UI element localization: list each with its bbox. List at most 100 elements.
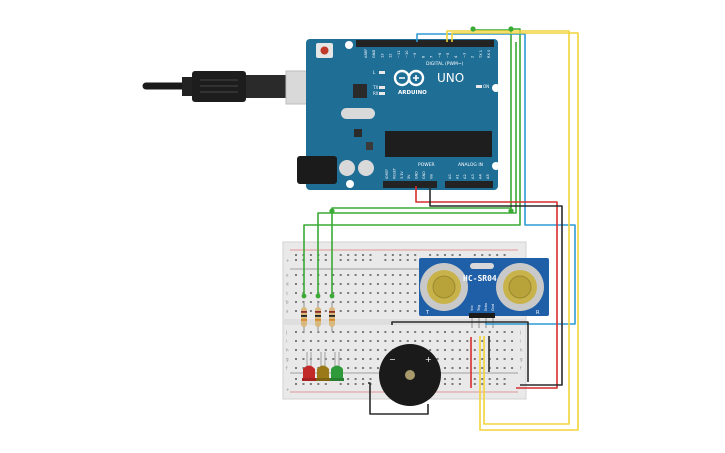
analog-label: ANALOG IN (458, 162, 483, 168)
breadboard-hole (362, 259, 365, 261)
breadboard-hole (369, 259, 372, 261)
breadboard-hole (496, 349, 499, 351)
breadboard-hole (362, 349, 365, 351)
breadboard-hole (295, 283, 297, 285)
breadboard-hole (384, 259, 387, 261)
breadboard-hole (302, 358, 305, 360)
breadboard-hole (362, 292, 365, 294)
breadboard-row-label: i (286, 339, 287, 344)
breadboard-hole (354, 274, 357, 276)
breadboard-hole (399, 310, 402, 312)
breadboard-hole (347, 378, 350, 380)
breadboard-hole (496, 254, 499, 256)
breadboard-hole (399, 283, 402, 285)
digital-pin-label: AREF (364, 49, 368, 58)
breadboard-hole (324, 310, 327, 312)
rail-plus-top: + (286, 258, 289, 263)
breadboard-hole (399, 274, 402, 276)
breadboard-hole (362, 301, 365, 303)
l-label: L (373, 70, 376, 75)
breadboard-hole (339, 274, 342, 276)
digital-pin-label: 4 (454, 55, 458, 58)
digital-pin-label: ~5 (446, 53, 450, 58)
breadboard-hole (503, 331, 506, 333)
digital-pin-label: ~10 (405, 50, 409, 58)
usb-cable (142, 70, 313, 105)
breadboard-hole (399, 259, 402, 261)
breadboard-hole (369, 283, 372, 285)
breadboard-hole (324, 292, 327, 294)
breadboard-hole (354, 358, 357, 360)
breadboard-hole (458, 349, 461, 351)
breadboard-hole (347, 254, 350, 256)
sensor-pin-label: Trig (477, 305, 481, 312)
breadboard-hole (295, 274, 297, 276)
breadboard-hole (376, 301, 379, 303)
breadboard-hole (488, 383, 491, 385)
resistor (315, 302, 321, 332)
analog-pin-label: A4 (478, 174, 482, 179)
breadboard-row-label: c (286, 291, 288, 296)
breadboard-hole (376, 274, 379, 276)
breadboard-hole (309, 259, 312, 261)
breadboard-hole (406, 310, 409, 312)
wire-black (391, 321, 529, 382)
breadboard-hole (444, 383, 446, 385)
breadboard-hole (384, 340, 387, 342)
on-led-label: ON (483, 84, 489, 89)
breadboard-hole (354, 378, 357, 380)
breadboard-hole (376, 349, 379, 351)
digital-pin-label: 7 (430, 56, 434, 58)
resistor (301, 302, 307, 332)
wire-green (331, 42, 512, 296)
power-pin-label: 5V (407, 174, 411, 179)
breadboard-hole (406, 283, 409, 285)
breadboard-hole (295, 349, 297, 351)
breadboard-hole (362, 378, 365, 380)
breadboard-hole (414, 259, 417, 261)
breadboard-hole (354, 292, 357, 294)
breadboard-hole (384, 310, 387, 312)
wire-black (368, 382, 429, 415)
breadboard-hole (481, 383, 484, 385)
breadboard-hole (399, 331, 402, 333)
led-group (302, 352, 344, 381)
breadboard-hole (354, 301, 357, 303)
breadboard-hole (384, 274, 387, 276)
breadboard-hole (302, 340, 305, 342)
breadboard-hole (317, 349, 320, 351)
sensor-pin-label: Gnd (491, 304, 495, 311)
wire-black (429, 186, 563, 386)
breadboard-row-label: a (286, 309, 289, 314)
breadboard-hole (451, 349, 454, 351)
breadboard-hole (503, 383, 506, 385)
breadboard-hole (481, 331, 484, 333)
breadboard-hole (354, 349, 357, 351)
breadboard-hole (324, 283, 327, 285)
breadboard-hole (429, 349, 432, 351)
digital-pin-label: ~9 (413, 52, 417, 58)
breadboard-hole (324, 358, 327, 360)
breadboard-hole (466, 349, 469, 351)
breadboard-hole (503, 349, 506, 351)
breadboard-hole (347, 367, 350, 369)
piezo-buzzer: − + (379, 344, 441, 406)
breadboard-hole (481, 378, 484, 380)
breadboard-hole (376, 367, 379, 369)
breadboard-hole (444, 340, 446, 342)
power-label: POWER (418, 162, 435, 168)
breadboard-hole (376, 292, 379, 294)
wires (301, 26, 579, 431)
power-pin-label: IOREF (385, 169, 389, 179)
breadboard-hole (309, 274, 312, 276)
breadboard-hole (458, 331, 461, 333)
breadboard-hole (451, 378, 454, 380)
analog-pin-label: A5 (486, 174, 490, 179)
tx-label: TX (372, 85, 378, 90)
breadboard-hole (473, 331, 476, 333)
wire-yellow (451, 32, 579, 431)
breadboard-hole (354, 340, 357, 342)
breadboard-hole (295, 331, 297, 333)
